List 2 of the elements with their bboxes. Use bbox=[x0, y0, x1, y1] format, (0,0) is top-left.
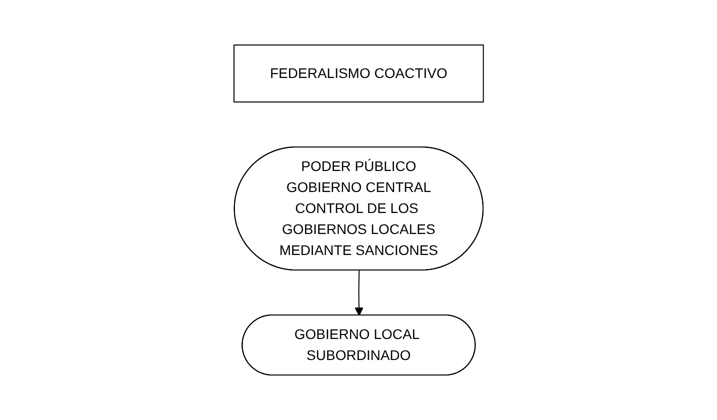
node-box: FEDERALISMO COACTIVO bbox=[233, 44, 484, 102]
arrow bbox=[354, 270, 364, 316]
